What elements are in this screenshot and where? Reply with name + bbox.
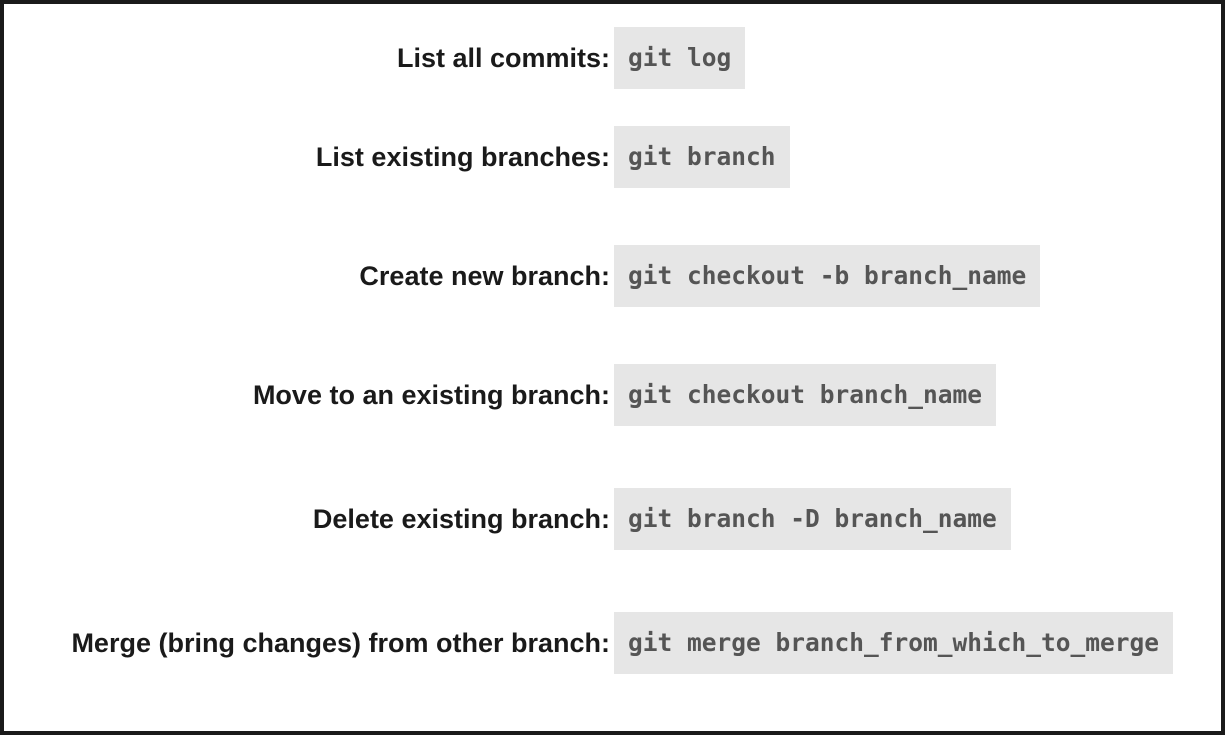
row-label: Create new branch: — [359, 261, 610, 291]
row-label: List existing branches: — [315, 142, 610, 172]
cheatsheet-row-list-branches: List existing branches: git branch — [4, 126, 1221, 188]
command-box: git checkout branch_name — [614, 364, 997, 426]
cheatsheet-row-delete-branch: Delete existing branch: git branch -D br… — [4, 488, 1221, 550]
row-label: Move to an existing branch: — [252, 380, 610, 410]
command-box: git branch -D branch_name — [614, 488, 1011, 550]
cheatsheet-row-list-commits: List all commits: git log — [4, 27, 1221, 89]
command-box: git checkout -b branch_name — [614, 245, 1041, 307]
row-label: Delete existing branch: — [312, 504, 610, 534]
command-box: git branch — [614, 126, 790, 188]
row-label: List all commits: — [396, 43, 610, 73]
row-label: Merge (bring changes) from other branch: — [71, 628, 610, 658]
cheatsheet-row-create-branch: Create new branch: git checkout -b branc… — [4, 245, 1221, 307]
cheatsheet-row-merge-branch: Merge (bring changes) from other branch:… — [4, 612, 1221, 674]
command-box: git log — [614, 27, 746, 89]
cheatsheet-row-move-branch: Move to an existing branch: git checkout… — [4, 364, 1221, 426]
command-box: git merge branch_from_which_to_merge — [614, 612, 1174, 674]
